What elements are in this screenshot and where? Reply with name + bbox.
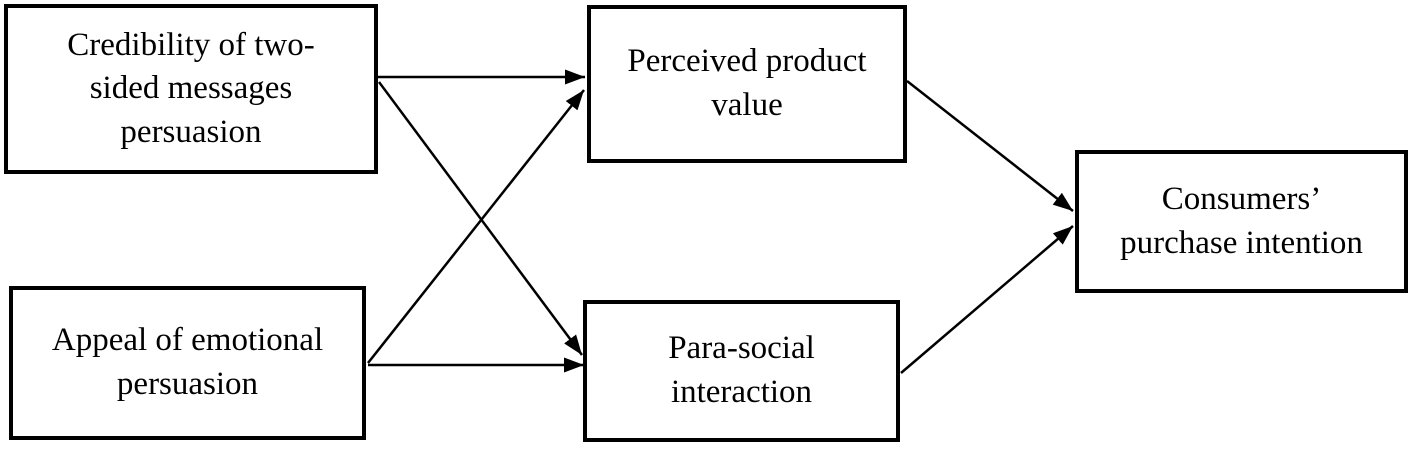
box-label-line: persuasion — [120, 113, 262, 150]
box-label-line: persuasion — [116, 366, 259, 402]
box-appeal-of-emotional-persuasion: Appeal of emotional persuasion — [9, 286, 366, 440]
box-label-line: value — [711, 87, 783, 123]
box-credibility-of-two-sided-messages: Credibility of two- sided messages persu… — [4, 4, 378, 174]
arrow-parasocial-to-purchase-intention — [900, 225, 1074, 374]
box-label-line: sided messages — [89, 70, 293, 107]
box-para-social-interaction: Para-social interaction — [583, 300, 900, 442]
box-label-line: Appeal of emotional — [51, 322, 324, 359]
box-perceived-product-value: Perceived product value — [587, 5, 907, 163]
arrow-appeal-to-perceived-value — [367, 89, 585, 364]
box-label-line: Consumers’ — [1161, 180, 1322, 217]
box-label-line: Perceived product — [627, 43, 867, 80]
box-label-line: interaction — [670, 374, 813, 410]
box-consumers-purchase-intention: Consumers’ purchase intention — [1075, 150, 1408, 293]
arrow-credibility-to-parasocial — [377, 81, 584, 356]
arrow-perceived-value-to-purchase-intention — [906, 80, 1074, 212]
box-label-line: Credibility of two- — [67, 26, 315, 63]
box-label-line: Para-social — [668, 330, 815, 367]
box-label-line: purchase intention — [1120, 224, 1363, 261]
